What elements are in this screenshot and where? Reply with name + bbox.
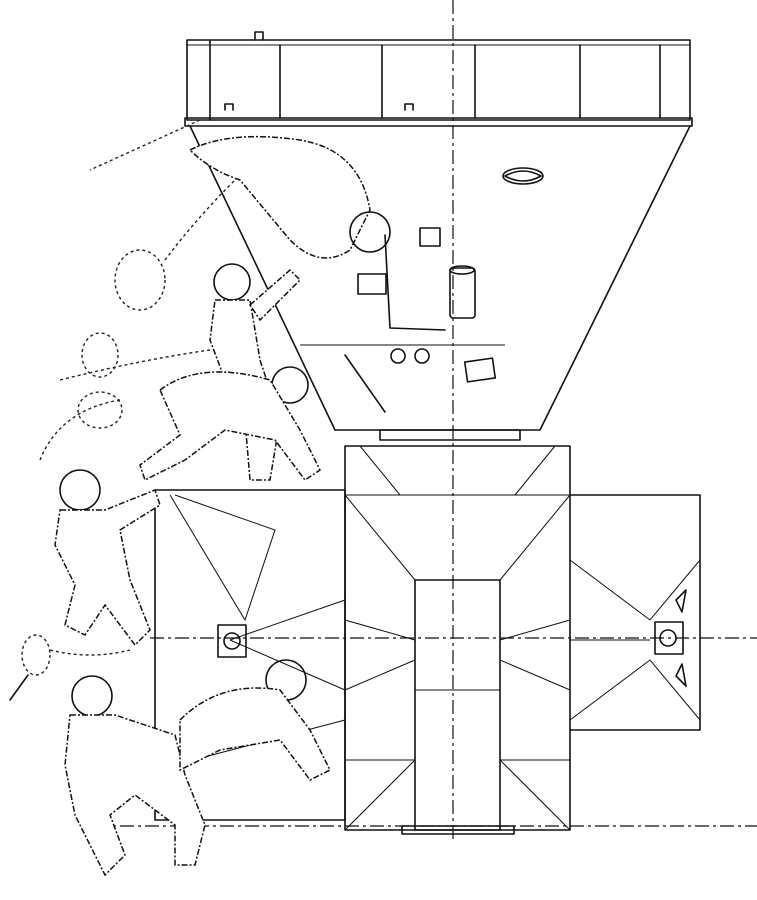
astronaut-5 (64, 675, 206, 877)
astronaut-4 (54, 469, 161, 647)
cone-adapter (189, 125, 691, 441)
tethers (9, 119, 236, 701)
astronaut-6 (179, 659, 332, 781)
upper-module (184, 31, 693, 127)
right-module (569, 494, 701, 731)
astronaut-figures (54, 135, 391, 877)
astronaut-3 (139, 366, 321, 482)
astronaut-1 (188, 135, 391, 259)
lower-central-module (344, 445, 571, 835)
